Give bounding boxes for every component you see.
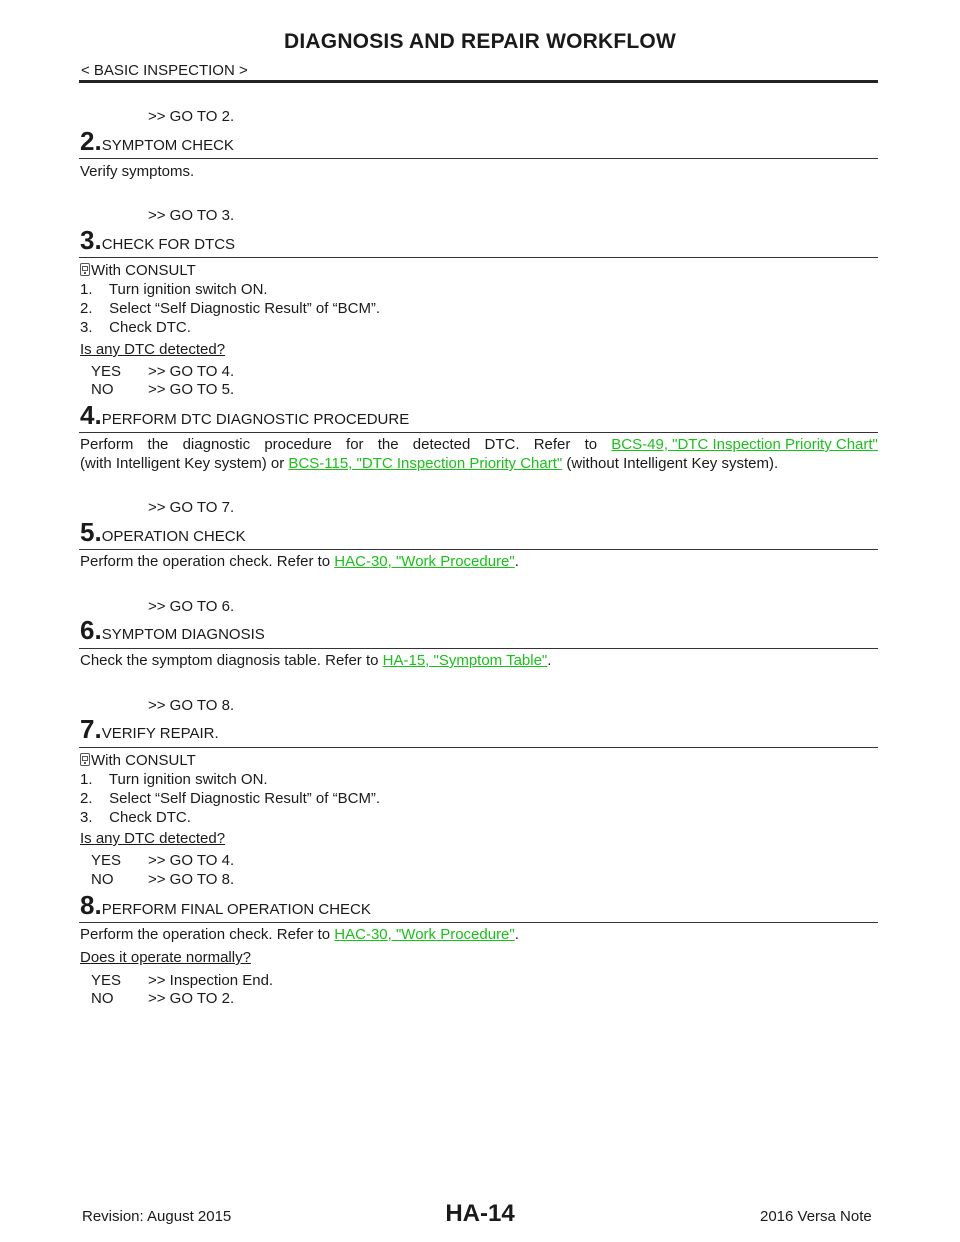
step3-heading: 3.CHECK FOR DTCS (80, 225, 235, 256)
bcs-49-link[interactable]: BCS-49, "DTC Inspection Priority Chart" (611, 436, 878, 453)
step6-number: 6. (80, 615, 102, 645)
step6-goto: >> GO TO 8. (148, 697, 235, 714)
step7-tool-line: With CONSULT (80, 752, 196, 769)
step8-no-goto: >> GO TO 2. (148, 990, 235, 1007)
step4-heading: 4.PERFORM DTC DIAGNOSTIC PROCEDURE (80, 400, 409, 431)
page-number: HA-14 (445, 1200, 515, 1227)
step6-text-line: Check the symptom diagnosis table. Refer… (80, 652, 551, 669)
step4-line2-prefix: (with Intelligent Key system) or (80, 455, 285, 472)
step3-item-1: 1. Turn ignition switch ON. (80, 281, 268, 298)
step7-number: 7. (80, 714, 102, 744)
step7-heading: 7.VERIFY REPAIR. (80, 714, 219, 745)
ha-15-link[interactable]: HA-15, "Symptom Table" (382, 652, 548, 669)
step8-yes-label: YES (91, 972, 122, 989)
step4-line2: (with Intelligent Key system) or BCS-115… (80, 455, 778, 472)
step7-question: Is any DTC detected? (80, 830, 226, 847)
breadcrumb: < BASIC INSPECTION > (81, 62, 248, 79)
step8-rule (79, 922, 878, 923)
step3-number: 3. (80, 225, 102, 255)
step7-no-goto: >> GO TO 8. (148, 871, 235, 888)
step5-rule (79, 549, 878, 550)
step2-text: Verify symptoms. (80, 163, 195, 180)
step4-word: diagnostic (182, 436, 251, 453)
step4-word: the (147, 436, 169, 453)
step4-word: for (346, 436, 364, 453)
step7-tool-label: With CONSULT (91, 752, 196, 769)
step4-word: Refer (533, 436, 571, 453)
step5-text: Perform the operation check. Refer to (80, 553, 331, 570)
revision-date: Revision: August 2015 (82, 1208, 232, 1225)
step3-rule (79, 257, 878, 258)
step7-yes-label: YES (91, 852, 122, 869)
step7-item-2: 2. Select “Self Diagnostic Result” of “B… (80, 790, 381, 807)
step4-word: to (584, 436, 598, 453)
step4-line1: Perform the diagnostic procedure for the… (80, 436, 878, 453)
step7-rule (79, 747, 878, 748)
step3-tool-label: With CONSULT (91, 262, 196, 279)
consult-tool-icon (80, 263, 90, 276)
step8-yes-goto: >> Inspection End. (148, 972, 274, 989)
step4-word: DTC. (484, 436, 520, 453)
step3-no-label: NO (91, 381, 114, 398)
step5-text-line: Perform the operation check. Refer to HA… (80, 553, 519, 570)
step8-number: 8. (80, 890, 102, 920)
step2-heading: 2.SYMPTOM CHECK (80, 126, 234, 157)
page-title: DIAGNOSIS AND REPAIR WORKFLOW (284, 30, 676, 53)
step7-item-1: 1. Turn ignition switch ON. (80, 771, 268, 788)
step7-no-label: NO (91, 871, 114, 888)
step8-text-line: Perform the operation check. Refer to HA… (80, 926, 519, 943)
step3-title: CHECK FOR DTCS (101, 236, 236, 253)
step4-word: the (377, 436, 399, 453)
step4-goto: >> GO TO 7. (148, 499, 235, 516)
step6-period: . (547, 652, 552, 669)
step4-line2-suffix: (without Intelligent Key system). (566, 455, 779, 472)
consult-tool-icon (80, 753, 90, 766)
step2-goto: >> GO TO 3. (148, 207, 235, 224)
step8-title: PERFORM FINAL OPERATION CHECK (101, 901, 371, 918)
step1-goto: >> GO TO 2. (148, 108, 235, 125)
step3-no-goto: >> GO TO 5. (148, 381, 235, 398)
step5-goto: >> GO TO 6. (148, 598, 235, 615)
header-rule (79, 80, 878, 83)
step2-rule (79, 158, 878, 159)
step6-title: SYMPTOM DIAGNOSIS (101, 626, 265, 643)
step8-question: Does it operate normally? (80, 949, 251, 966)
hac-30-link[interactable]: HAC-30, "Work Procedure" (334, 553, 515, 570)
step5-period: . (514, 553, 519, 570)
step3-item-2: 2. Select “Self Diagnostic Result” of “B… (80, 300, 381, 317)
step3-yes-label: YES (91, 363, 122, 380)
hac-30-link[interactable]: HAC-30, "Work Procedure" (334, 926, 515, 943)
step4-word: Perform (80, 436, 134, 453)
step6-rule (79, 648, 878, 649)
step4-rule (79, 432, 878, 433)
step3-yes-goto: >> GO TO 4. (148, 363, 235, 380)
step4-number: 4. (80, 400, 102, 430)
step4-title: PERFORM DTC DIAGNOSTIC PROCEDURE (101, 411, 410, 428)
step5-title: OPERATION CHECK (101, 528, 246, 545)
step2-title: SYMPTOM CHECK (101, 137, 234, 154)
vehicle-model: 2016 Versa Note (760, 1208, 872, 1225)
step3-question: Is any DTC detected? (80, 341, 226, 358)
step8-no-label: NO (91, 990, 114, 1007)
bcs-115-link[interactable]: BCS-115, "DTC Inspection Priority Chart" (288, 455, 563, 472)
step8-period: . (514, 926, 519, 943)
step5-number: 5. (80, 517, 102, 547)
step4-word: procedure (264, 436, 332, 453)
step8-text: Perform the operation check. Refer to (80, 926, 331, 943)
step4-word: detected (412, 436, 471, 453)
step7-title: VERIFY REPAIR. (101, 725, 219, 742)
step3-item-3: 3. Check DTC. (80, 319, 191, 336)
step6-heading: 6.SYMPTOM DIAGNOSIS (80, 615, 265, 646)
step5-heading: 5.OPERATION CHECK (80, 517, 246, 548)
step2-number: 2. (80, 126, 102, 156)
step7-item-3: 3. Check DTC. (80, 809, 191, 826)
step6-text: Check the symptom diagnosis table. Refer… (80, 652, 379, 669)
step3-tool-line: With CONSULT (80, 262, 196, 279)
step8-heading: 8.PERFORM FINAL OPERATION CHECK (80, 890, 371, 921)
step7-yes-goto: >> GO TO 4. (148, 852, 235, 869)
